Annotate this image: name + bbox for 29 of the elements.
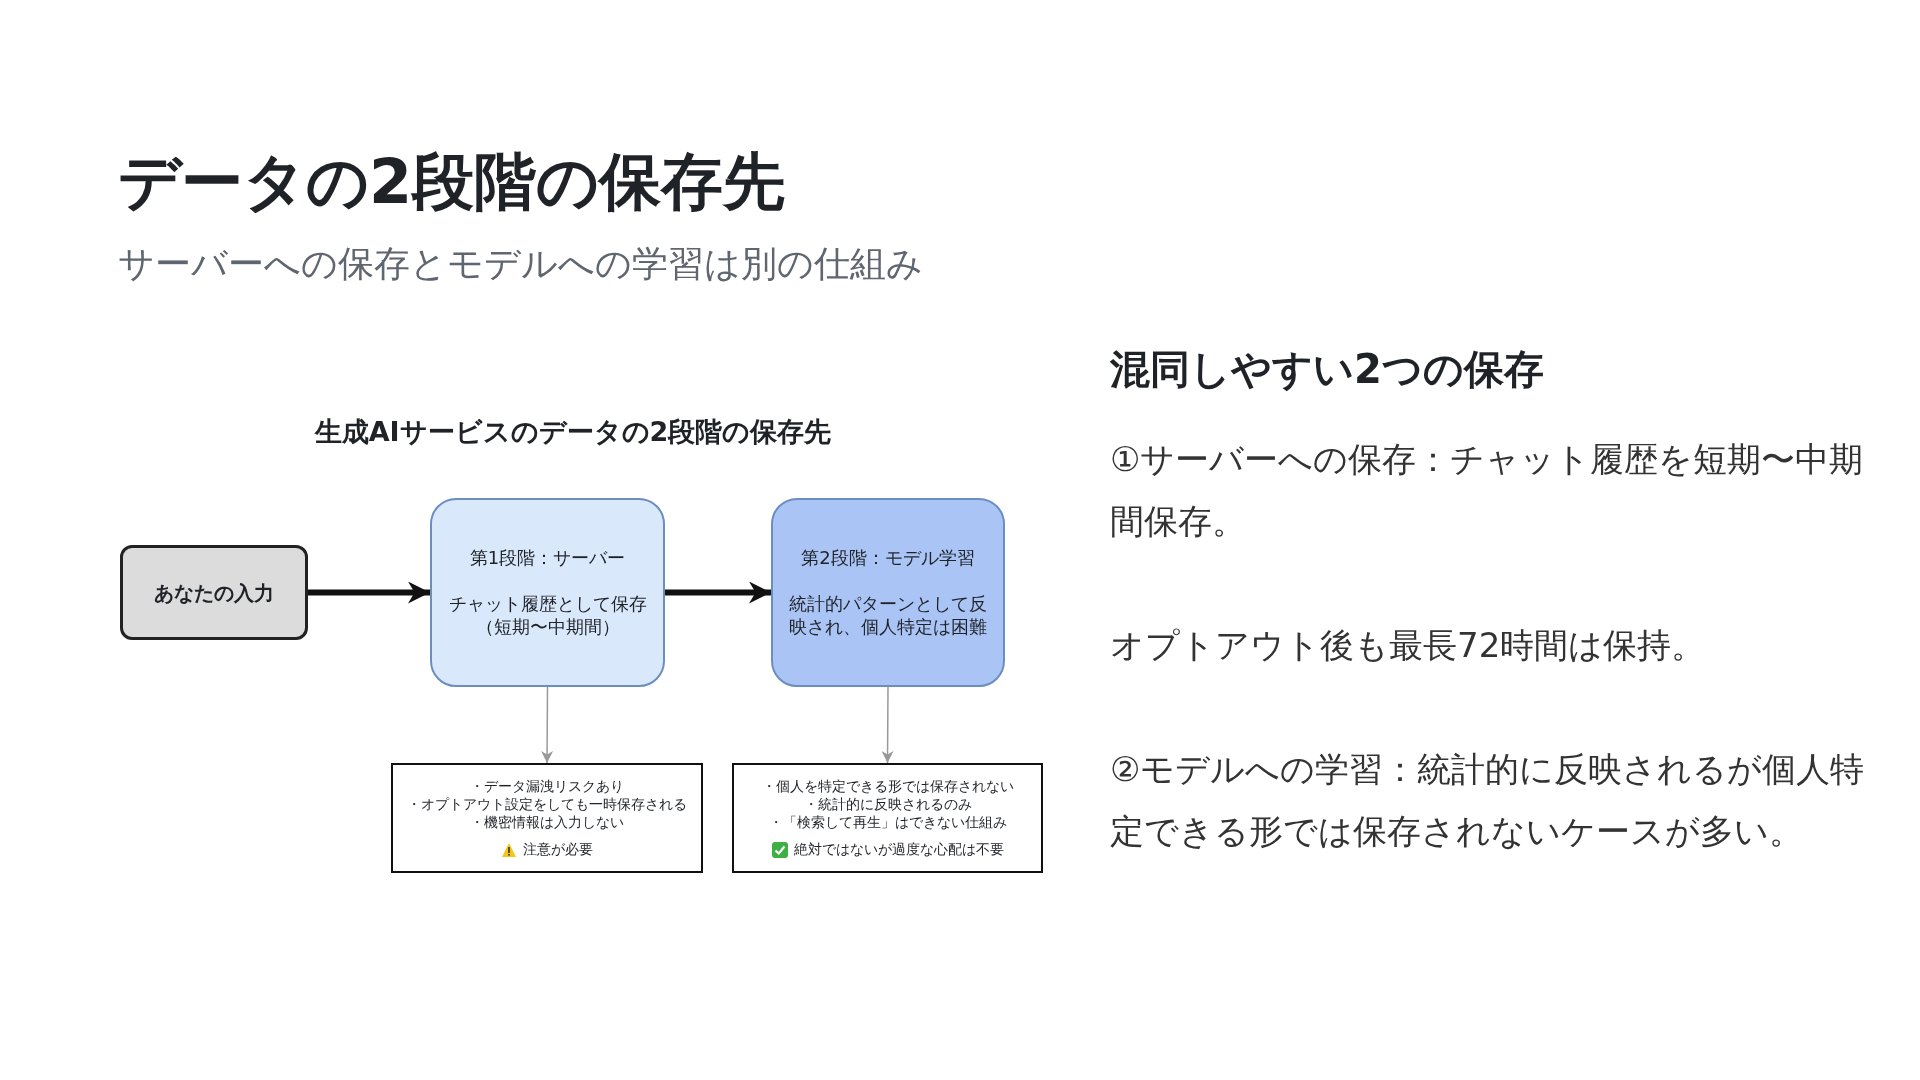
arrow: [881, 686, 894, 764]
stage-description: 統計的パターンとして反映され、個人特定は困難: [788, 591, 988, 639]
arrow: [541, 686, 554, 764]
bullet-item: ・オプトアウト設定をしても一時保存される: [407, 794, 687, 814]
figure-heading: 生成AIサービスのデータの2段階の保存先: [313, 415, 833, 449]
bullet-item: ・統計的に反映されるのみ: [803, 794, 972, 814]
node-label: あなたの入力: [154, 579, 274, 606]
stage-box: [430, 498, 665, 687]
bullet-item: ・機密情報は入力しない: [470, 813, 624, 832]
bullet-item: ・「検索して再生」はできない仕組み: [768, 813, 1007, 832]
paragraph: オプトアウト後も最長72時間は保持。: [1110, 624, 1707, 667]
paragraph: ①サーバーへの保存：チャット履歴を短期〜中期間保存。: [1110, 438, 1865, 543]
note-box: [732, 763, 1043, 873]
stage-heading: 第2段階：モデル学習: [801, 546, 975, 570]
note-box: [391, 763, 703, 873]
slide-title: データの2段階の保存先: [118, 144, 786, 220]
input-box: [120, 545, 308, 640]
subtitle: サーバーへの保存とモデルへの学習は別の仕組み: [118, 242, 923, 286]
arrow: [665, 581, 771, 604]
bullet-item: ・データ漏洩リスクあり: [470, 776, 624, 795]
section-heading: 混同しやすい2つの保存: [1110, 345, 1544, 394]
bullet-item: ・個人を特定できる形では保存されない: [761, 776, 1014, 795]
paragraph: ②モデルへの学習：統計的に反映されるが個人特定できる形では保存されないケースが多い。: [1110, 748, 1866, 853]
stage-heading: 第1段階：サーバー: [469, 546, 626, 570]
stage-box: [771, 498, 1005, 687]
note-conclusion: 注意が必要: [523, 841, 593, 860]
arrow: [308, 581, 430, 604]
stage-description: チャット履歴として保存（短期〜中期間）: [447, 591, 648, 639]
note-conclusion: 絶対ではないが過度な心配は不要: [793, 841, 1004, 860]
